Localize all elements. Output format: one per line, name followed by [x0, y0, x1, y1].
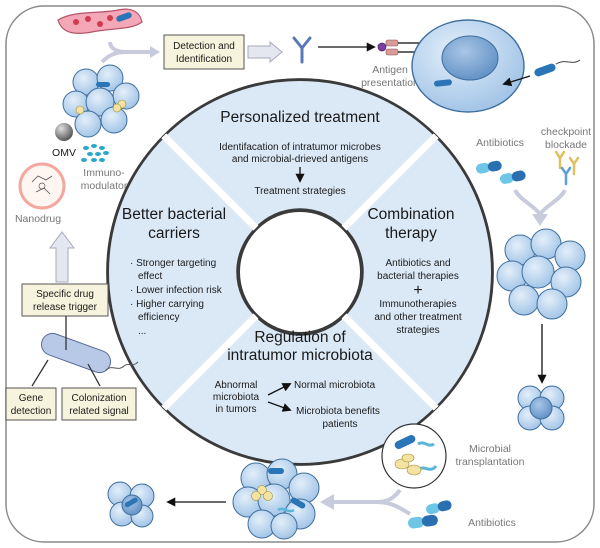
wheel-center	[238, 210, 362, 334]
detection-box: Detection and Identification	[163, 34, 245, 70]
release-trigger-box: Specific drug release trigger	[21, 283, 109, 317]
blood-vessel-icon	[57, 8, 143, 34]
colonization-signal-box: Colonization related signal	[61, 387, 137, 421]
combination-plus: +	[413, 282, 422, 299]
immunomodulator-dots-icon	[81, 144, 109, 162]
bacterial-carrier-icon	[31, 316, 139, 387]
immunomodulator-label-2: modulator	[81, 180, 128, 192]
bacterium-icon-top-right	[534, 59, 581, 77]
tumor-cluster-icon-top	[62, 64, 140, 138]
bullet-ellipsis: ...	[138, 326, 146, 337]
immunomodulator-label-1: Immuno-	[83, 167, 125, 179]
arrow-to-benefits	[267, 401, 292, 412]
abnormal-microbiota-1: Abnormal	[215, 380, 258, 391]
benefits-line-1: Microbiota benefits	[296, 406, 380, 417]
combination-line-2: bacterial therapies	[377, 271, 459, 282]
normal-microbiota: Normal microbiota	[294, 380, 376, 391]
detection-arrow	[247, 40, 283, 64]
combination-therapy-title-1: Combination	[367, 206, 454, 223]
tumor-cluster-icon-right	[496, 228, 586, 320]
checkpoint-label-2: blockade	[545, 139, 587, 151]
gene-detection-box: Gene detection	[5, 387, 57, 421]
antigen-label-2: presentation	[361, 77, 419, 89]
antibiotics-label-right: Antibiotics	[476, 137, 524, 149]
checkpoint-label-1: checkpoint	[541, 126, 591, 138]
bullet-lower-infection: · Lower infection risk	[130, 285, 223, 296]
omv-label: OMV	[52, 147, 76, 159]
colonization-label-2: related signal	[69, 406, 128, 417]
abnormal-microbiota-3: in tumors	[215, 404, 256, 415]
microbiota-circle-icon	[381, 423, 447, 489]
benefits-line-2: patients	[322, 419, 357, 430]
combination-line-5: strategies	[396, 325, 439, 336]
trigger-label-1: Specific drug	[36, 289, 94, 300]
antibiotics-label-bottom: Antibiotics	[468, 517, 516, 529]
omv-sphere-icon	[55, 123, 73, 141]
tumor-cluster-icon-bottom	[232, 458, 320, 540]
small-tumor-icon-right	[517, 385, 565, 431]
detection-label-1: Detection and	[173, 41, 235, 52]
bullet-higher-carrying-cont: efficiency	[138, 312, 180, 323]
colonization-label-1: Colonization	[71, 393, 126, 404]
better-bacterial-title-2: carriers	[148, 225, 200, 242]
regulation-title-1: Regulation of	[254, 329, 346, 346]
treatment-strategies-label: Treatment strategies	[254, 186, 345, 197]
gene-label-1: Gene	[19, 393, 44, 404]
capsule-icons-right	[475, 160, 526, 184]
trigger-label-2: release trigger	[33, 302, 98, 313]
detection-label-2: Identification	[176, 54, 232, 65]
capsule-icons-bottom	[408, 500, 452, 529]
combination-line-1: Antibiotics and	[385, 258, 450, 269]
combination-line-3: Immunotherapies	[379, 299, 456, 310]
better-bacterial-title-1: Better bacterial	[122, 206, 226, 223]
merge-arrow-right	[513, 188, 542, 216]
combination-line-4: and other treatment	[374, 312, 461, 323]
small-tumor-icon-bottom	[107, 481, 155, 528]
antigen-presenting-cell-icon	[411, 19, 525, 113]
gene-label-2: detection	[11, 406, 52, 417]
bullet-stronger-targeting-cont: effect	[138, 271, 162, 282]
antibody-icon	[292, 36, 312, 64]
checkpoint-inhibitor-icon	[554, 150, 580, 186]
personalized-treatment-title: Personalized treatment	[220, 109, 380, 126]
microbial-label-1: Microbial	[469, 443, 511, 455]
abnormal-microbiota-2: microbiota	[213, 392, 260, 403]
combination-therapy-title-2: therapy	[385, 225, 437, 242]
microbial-label-2: transplantation	[456, 456, 525, 468]
identification-line-2: and microbial-drieved antigens	[232, 154, 368, 165]
bullet-higher-carrying: · Higher carrying	[130, 299, 204, 310]
identification-line-1: Identifacation of intratumor microbes	[219, 142, 381, 153]
bullet-stronger-targeting: · Stronger targeting	[130, 258, 216, 269]
regulation-title-2: intratumor microbiota	[227, 347, 373, 364]
arrow-to-normal	[267, 383, 292, 396]
central-wheel	[106, 78, 494, 466]
arrow-bacterium-to-cell	[502, 75, 531, 87]
carrier-bullets: · Stronger targeting effect · Lower infe…	[130, 258, 223, 337]
nanodrug-label: Nanodrug	[15, 213, 61, 225]
nanodrug-icon	[18, 162, 66, 210]
antigen-label-1: Antigen	[372, 64, 408, 76]
release-arrow	[49, 231, 75, 283]
